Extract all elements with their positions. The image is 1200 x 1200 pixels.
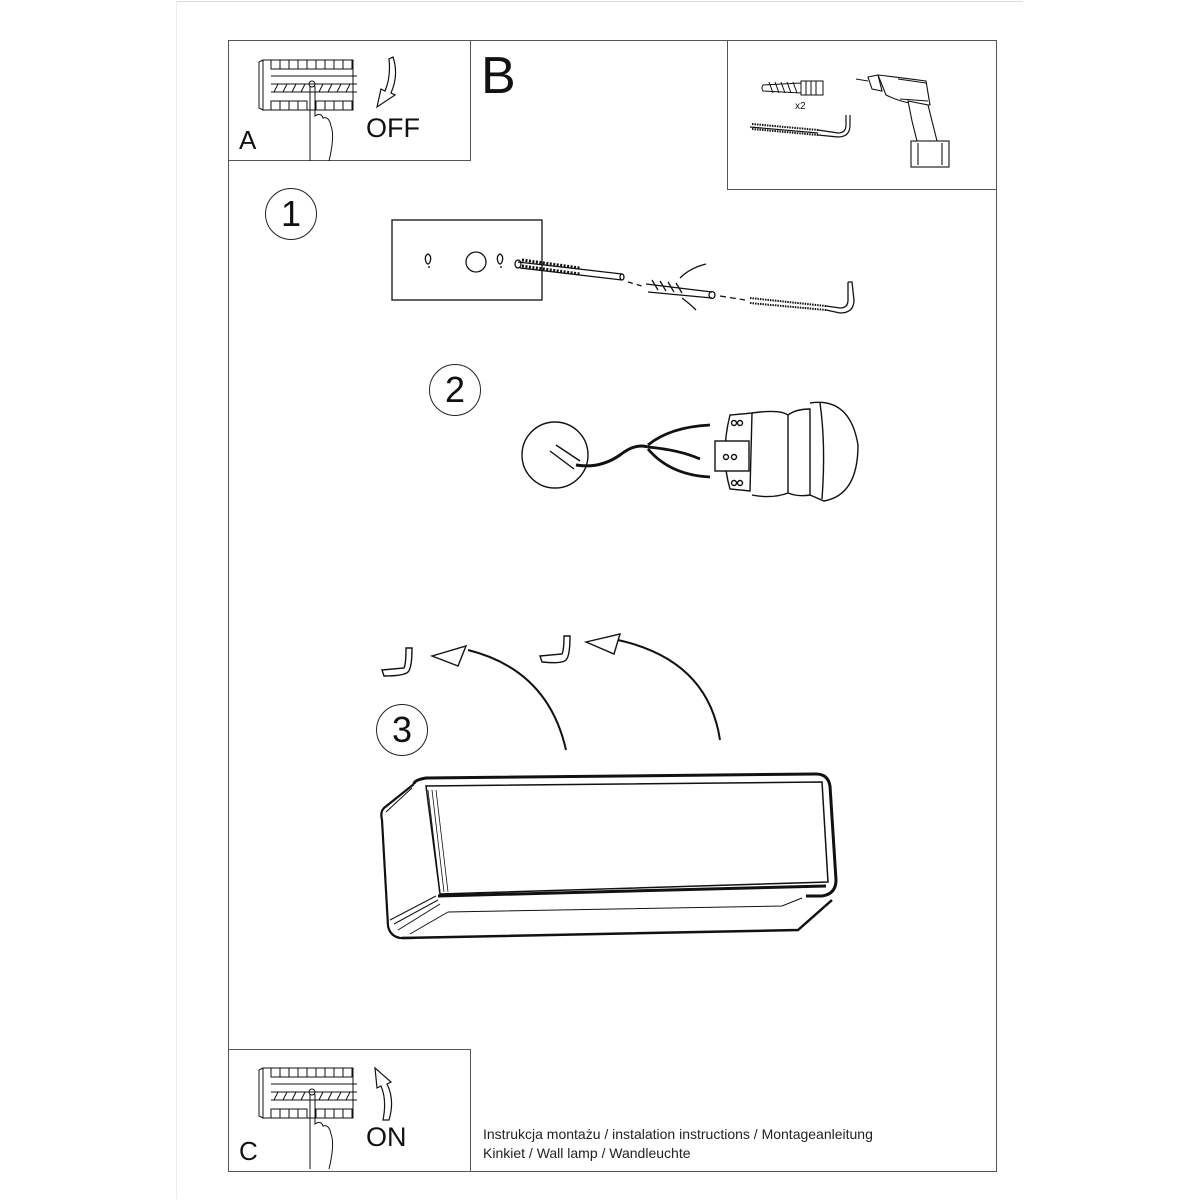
hook-screw-icon — [749, 115, 851, 138]
panel-a-letter: A — [239, 125, 257, 155]
step-3-badge: 3 — [376, 704, 428, 756]
drill-wall-and-insert-anchor-hook-icon — [391, 219, 855, 314]
panel-a-power-off: A OFF — [228, 40, 471, 162]
circuit-breaker-icon — [258, 1067, 357, 1170]
arrow-down-icon — [376, 56, 397, 109]
page-edge — [176, 1, 1023, 1199]
step-3-number: 3 — [391, 709, 413, 750]
power-drill-icon — [855, 74, 950, 168]
panel-c-action: ON — [366, 1122, 407, 1152]
circuit-breaker-icon — [258, 59, 357, 162]
hang-lamp-on-hooks-icon — [380, 772, 838, 940]
connect-wires-to-socket-icon — [521, 401, 859, 502]
panel-a-action: OFF — [366, 113, 420, 143]
caption-line-1: Instrukcja montażu / instalation instruc… — [483, 1126, 873, 1142]
step-1-badge: 1 — [265, 188, 317, 240]
step-2-number: 2 — [444, 369, 466, 410]
step-1-number: 1 — [280, 193, 302, 234]
hook-pair-and-arrows-icon — [381, 633, 721, 751]
arrow-up-icon — [374, 1066, 393, 1121]
instruction-frame — [228, 40, 997, 1172]
step-2-badge: 2 — [429, 364, 481, 416]
caption-line-2: Kinkiet / Wall lamp / Wandleuchte — [483, 1145, 691, 1161]
anchor-quantity: x2 — [795, 101, 806, 112]
panel-c-letter: C — [239, 1136, 258, 1166]
panel-b-parts: x2 — [727, 40, 997, 190]
wall-plug-anchor-icon — [761, 80, 824, 96]
panel-c-power-on: C ON — [228, 1049, 471, 1172]
panel-b-letter: B — [481, 47, 516, 105]
